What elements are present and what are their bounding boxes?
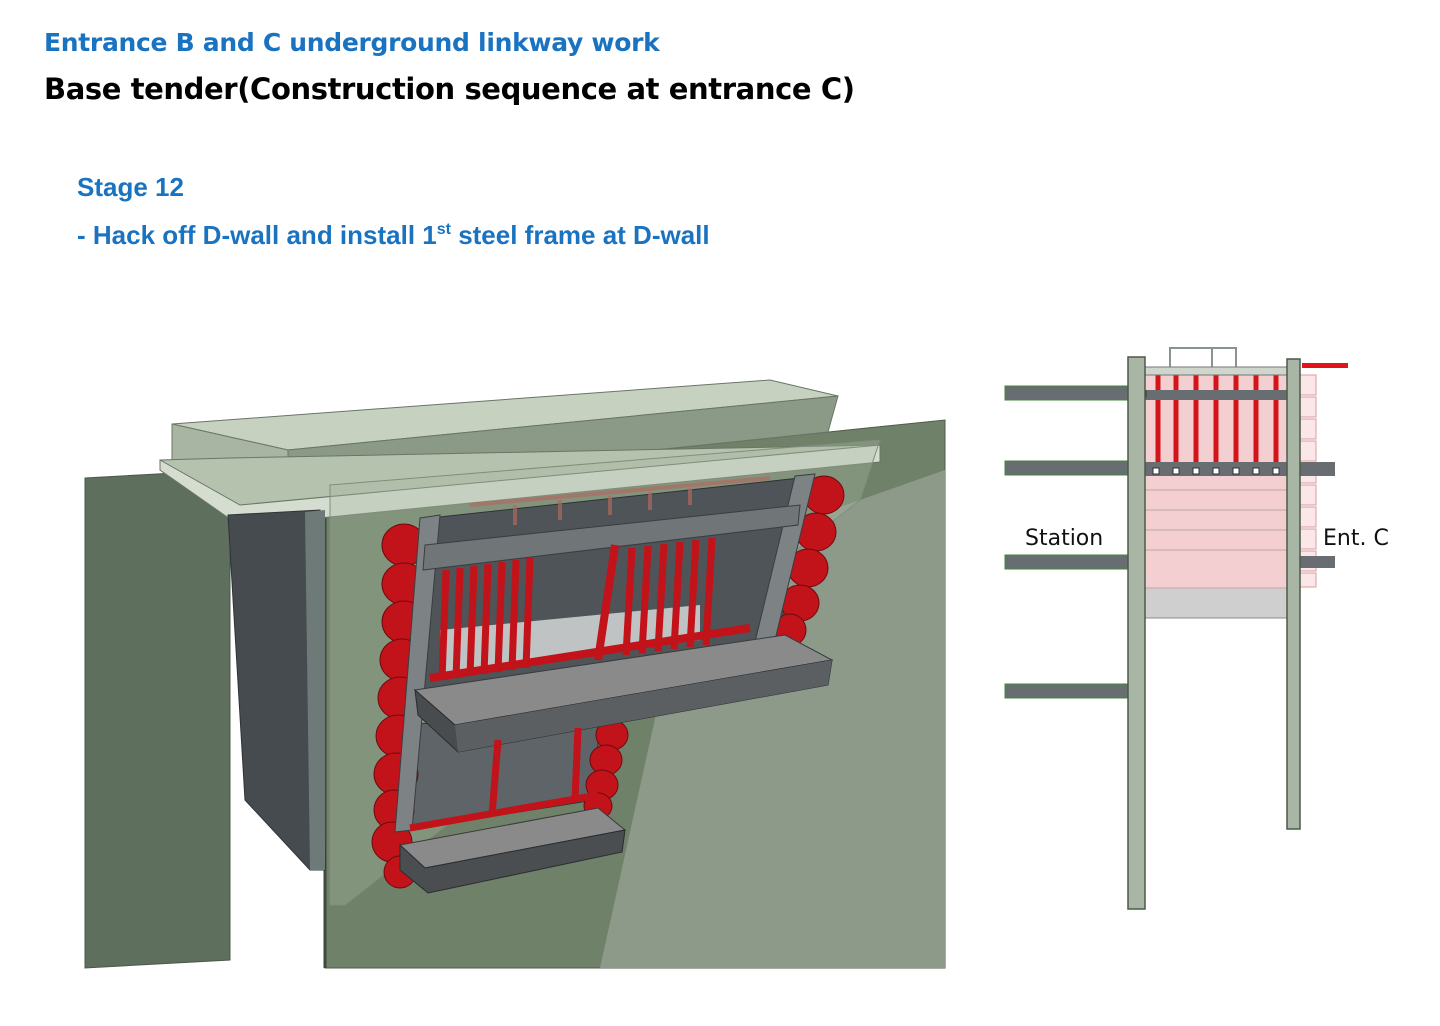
stage-label: Stage 12 xyxy=(77,172,184,202)
wall-block-side xyxy=(305,510,325,870)
roof-slab-section xyxy=(1143,366,1301,376)
roof-slab-edge xyxy=(159,444,881,527)
excavation-zone-pink xyxy=(1144,371,1301,589)
entrance-c-label: Ent. C xyxy=(1323,526,1389,551)
temporary-struts-top xyxy=(469,476,771,525)
stage-task: - Hack off D-wall and install 1st steel … xyxy=(77,220,710,251)
slide-title: Base tender(Construction sequence at ent… xyxy=(44,72,855,106)
stage-task-suffix: steel frame at D-wall xyxy=(450,220,710,250)
steel-frame-lower xyxy=(409,727,599,832)
roof-handrail xyxy=(1169,347,1237,369)
frame-top-beam xyxy=(422,504,801,571)
secant-pile-section xyxy=(1297,374,1317,588)
secant-piles-right xyxy=(583,475,845,820)
isometric-model xyxy=(84,379,946,969)
middle-slab-face xyxy=(455,660,832,752)
project-title: Entrance B and C underground linkway wor… xyxy=(44,28,660,57)
level-marker xyxy=(1302,363,1348,368)
lift-lines xyxy=(1145,489,1300,551)
stage-task-prefix: - Hack off D-wall and install 1 xyxy=(77,220,437,250)
excavation-zone-lower xyxy=(1144,569,1288,619)
dwall-left-panel xyxy=(84,469,231,969)
steel-members-section xyxy=(1155,374,1279,462)
recess-floor xyxy=(440,605,700,675)
strut-joints xyxy=(1139,390,1294,475)
entrance-dwall xyxy=(1286,358,1301,830)
stage-task-superscript: st xyxy=(436,221,451,238)
steel-struts-upper xyxy=(438,537,716,681)
station-label: Station xyxy=(1025,526,1104,551)
station-dwall xyxy=(1127,356,1146,910)
bottom-slab-face xyxy=(399,829,626,894)
